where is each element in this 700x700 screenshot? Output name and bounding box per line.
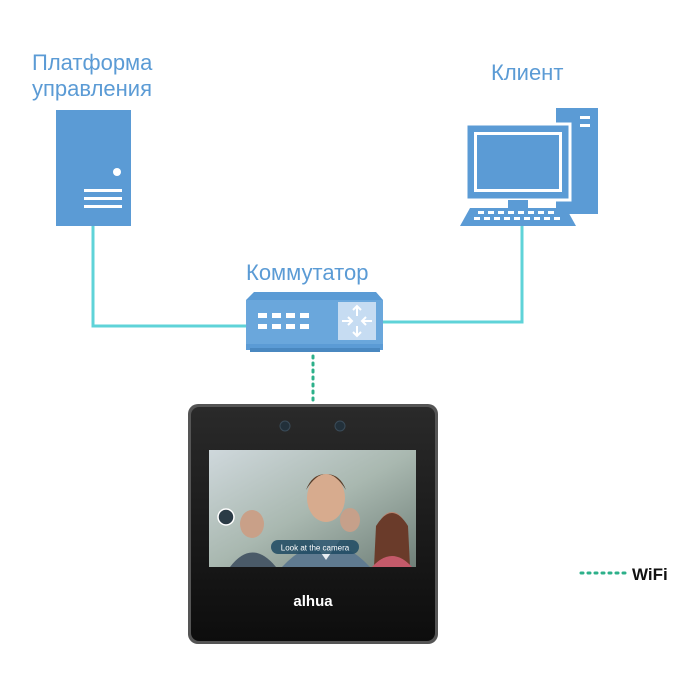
desktop-computer-icon — [460, 108, 598, 226]
network-switch-icon — [246, 292, 383, 352]
cable-client-to-switch — [383, 226, 524, 324]
terminal-brand-logo: alhua — [293, 593, 333, 610]
platform-label-line2: управления — [32, 76, 152, 101]
client-label: Клиент — [491, 60, 564, 85]
face-recognition-terminal-icon: Look at the camera alhua — [188, 404, 438, 644]
switch-label: Коммутатор — [246, 260, 369, 285]
server-icon — [56, 110, 131, 226]
legend-wifi-label: WiFi — [632, 565, 668, 584]
terminal-screen-prompt: Look at the camera — [281, 544, 350, 553]
terminal-screen: Look at the camera — [209, 450, 416, 567]
platform-label-line1: Платформа — [32, 50, 153, 75]
cable-platform-to-switch — [91, 226, 246, 328]
platform-label: Платформа управления — [32, 50, 152, 102]
